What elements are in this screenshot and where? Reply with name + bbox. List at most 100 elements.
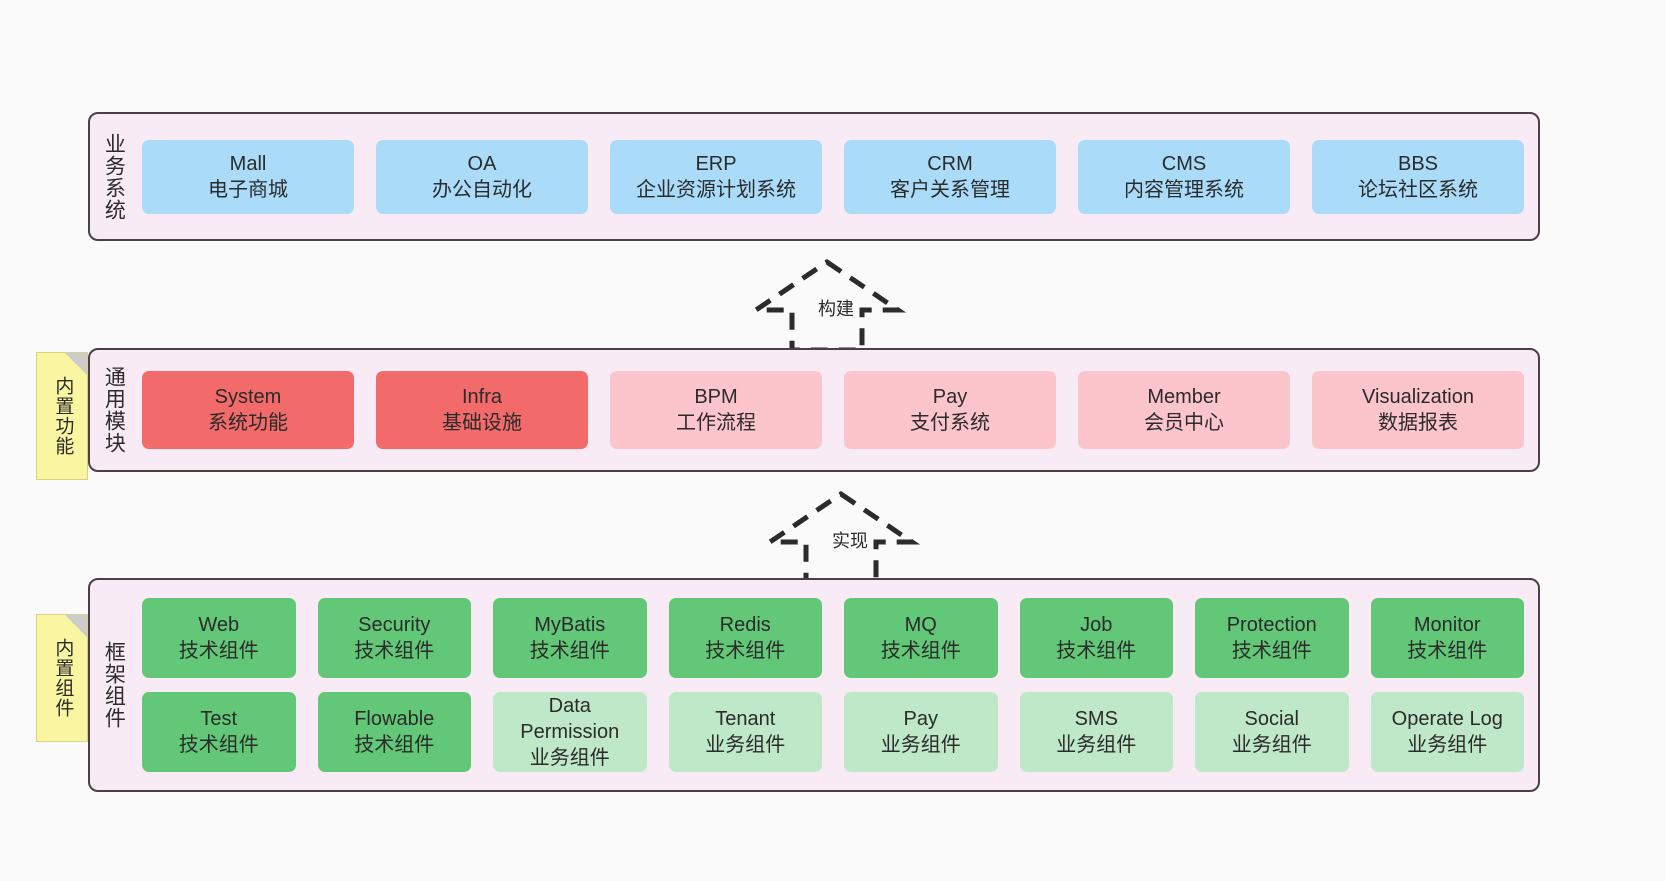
node-subtitle: 业务组件: [880, 734, 961, 756]
arrow-implement: 实现: [761, 490, 921, 586]
node-subtitle: 电子商城: [208, 178, 288, 201]
node-title: BBS: [1397, 152, 1439, 175]
node-subtitle: 数据报表: [1378, 412, 1458, 434]
note-fold-corner-icon: [65, 353, 87, 375]
node-title: Test: [200, 708, 238, 730]
node-data-permission[interactable]: Data Permission 业务组件: [493, 692, 647, 772]
note-label: 内置组件: [52, 638, 74, 718]
layer-row: System 系统功能 Infra 基础设施 BPM 工作流程 Pay 支付系统…: [142, 371, 1524, 449]
node-subtitle: 业务组件: [705, 734, 786, 756]
node-title: Protection: [1226, 614, 1317, 636]
node-title: BPM: [694, 386, 738, 408]
node-pay[interactable]: Pay 支付系统: [844, 371, 1056, 449]
node-protection[interactable]: Protection 技术组件: [1195, 598, 1349, 678]
node-mq[interactable]: MQ 技术组件: [844, 598, 998, 678]
node-subtitle: 技术组件: [1056, 640, 1137, 662]
node-title: Mall: [229, 152, 267, 175]
node-bpm[interactable]: BPM 工作流程: [610, 371, 822, 449]
note-label: 内置功能: [52, 376, 74, 456]
node-subtitle: 技术组件: [705, 640, 786, 662]
layer-title-common-module: 通用模块: [102, 366, 126, 454]
node-title: SMS: [1074, 708, 1118, 730]
node-subtitle: 业务组件: [1407, 734, 1488, 756]
node-crm[interactable]: CRM 客户关系管理: [844, 139, 1056, 214]
node-social[interactable]: Social 业务组件: [1195, 692, 1349, 772]
node-subtitle: 技术组件: [529, 640, 610, 662]
node-security[interactable]: Security 技术组件: [317, 598, 471, 678]
node-title: MyBatis: [534, 614, 606, 636]
node-subtitle: 业务组件: [529, 747, 610, 769]
node-title: Redis: [719, 614, 771, 636]
layer-common-module: 通用模块 System 系统功能 Infra 基础设施 BPM 工作流程 Pay…: [88, 348, 1540, 472]
node-title: Infra: [461, 386, 503, 408]
node-system[interactable]: System 系统功能: [142, 371, 354, 449]
node-subtitle: 会员中心: [1144, 412, 1224, 434]
note-builtin-component: 内置组件: [36, 614, 88, 742]
node-subtitle: 工作流程: [676, 412, 756, 434]
layer-row: Web 技术组件 Security 技术组件 MyBatis 技术组件 Redi…: [142, 598, 1524, 678]
node-tenant[interactable]: Tenant 业务组件: [668, 692, 822, 772]
node-title: Operate Log: [1391, 708, 1503, 730]
node-job[interactable]: Job 技术组件: [1019, 598, 1173, 678]
layer-title-framework-component: 框架组件: [102, 641, 126, 729]
node-monitor[interactable]: Monitor 技术组件: [1370, 598, 1524, 678]
layer-body-framework-component: Web 技术组件 Security 技术组件 MyBatis 技术组件 Redi…: [136, 580, 1538, 790]
node-title: CMS: [1161, 152, 1207, 175]
node-oa[interactable]: OA 办公自动化: [376, 139, 588, 214]
node-redis[interactable]: Redis 技术组件: [668, 598, 822, 678]
node-erp[interactable]: ERP 企业资源计划系统: [610, 139, 822, 214]
node-subtitle: 业务组件: [1231, 734, 1312, 756]
node-title: Data Permission: [520, 695, 620, 743]
node-subtitle: 基础设施: [442, 412, 522, 434]
node-infra[interactable]: Infra 基础设施: [376, 371, 588, 449]
node-title: Web: [198, 614, 240, 636]
node-subtitle: 技术组件: [178, 640, 259, 662]
node-title: System: [214, 386, 282, 408]
node-mall[interactable]: Mall 电子商城: [142, 139, 354, 214]
node-title: Pay: [903, 708, 938, 730]
node-title: CRM: [927, 152, 973, 175]
node-flowable[interactable]: Flowable 技术组件: [317, 692, 471, 772]
node-subtitle: 论坛社区系统: [1358, 178, 1478, 201]
node-title: Social: [1244, 708, 1299, 730]
node-title: Pay: [932, 386, 968, 408]
node-title: Member: [1147, 386, 1221, 408]
node-title: Security: [358, 614, 431, 636]
node-title: OA: [467, 152, 497, 175]
node-subtitle: 技术组件: [1407, 640, 1488, 662]
note-builtin-function: 内置功能: [36, 352, 88, 480]
layer-row: Mall 电子商城 OA 办公自动化 ERP 企业资源计划系统 CRM 客户关系…: [142, 139, 1524, 214]
node-subtitle: 办公自动化: [432, 178, 532, 201]
node-member[interactable]: Member 会员中心: [1078, 371, 1290, 449]
node-visualization[interactable]: Visualization 数据报表: [1312, 371, 1524, 449]
node-subtitle: 技术组件: [880, 640, 961, 662]
node-web[interactable]: Web 技术组件: [142, 598, 296, 678]
node-subtitle: 内容管理系统: [1124, 178, 1244, 201]
node-subtitle: 技术组件: [354, 734, 435, 756]
note-fold-corner-icon: [65, 615, 87, 637]
layer-framework-component: 框架组件 Web 技术组件 Security 技术组件 MyBatis 技术组件…: [88, 578, 1540, 792]
layer-row: Test 技术组件 Flowable 技术组件 Data Permission …: [142, 692, 1524, 772]
layer-title-business-system: 业务系统: [102, 132, 126, 221]
node-bbs[interactable]: BBS 论坛社区系统: [1312, 139, 1524, 214]
node-test[interactable]: Test 技术组件: [142, 692, 296, 772]
node-subtitle: 客户关系管理: [890, 178, 1010, 201]
arrow-implement-label: 实现: [832, 531, 868, 551]
arrow-build: 构建: [747, 258, 907, 354]
node-title: Visualization: [1362, 386, 1474, 408]
node-subtitle: 业务组件: [1056, 734, 1137, 756]
node-subtitle: 技术组件: [178, 734, 259, 756]
layer-business-system: 业务系统 Mall 电子商城 OA 办公自动化 ERP 企业资源计划系统 CRM…: [88, 112, 1540, 241]
node-mybatis[interactable]: MyBatis 技术组件: [493, 598, 647, 678]
layer-body-common-module: System 系统功能 Infra 基础设施 BPM 工作流程 Pay 支付系统…: [136, 350, 1538, 470]
node-title: Tenant: [715, 708, 776, 730]
node-operate-log[interactable]: Operate Log 业务组件: [1370, 692, 1524, 772]
node-subtitle: 技术组件: [354, 640, 435, 662]
node-subtitle: 企业资源计划系统: [636, 178, 796, 201]
node-cms[interactable]: CMS 内容管理系统: [1078, 139, 1290, 214]
layer-body-business-system: Mall 电子商城 OA 办公自动化 ERP 企业资源计划系统 CRM 客户关系…: [136, 114, 1538, 239]
node-subtitle: 技术组件: [1231, 640, 1312, 662]
node-sms[interactable]: SMS 业务组件: [1019, 692, 1173, 772]
node-pay-component[interactable]: Pay 业务组件: [844, 692, 998, 772]
